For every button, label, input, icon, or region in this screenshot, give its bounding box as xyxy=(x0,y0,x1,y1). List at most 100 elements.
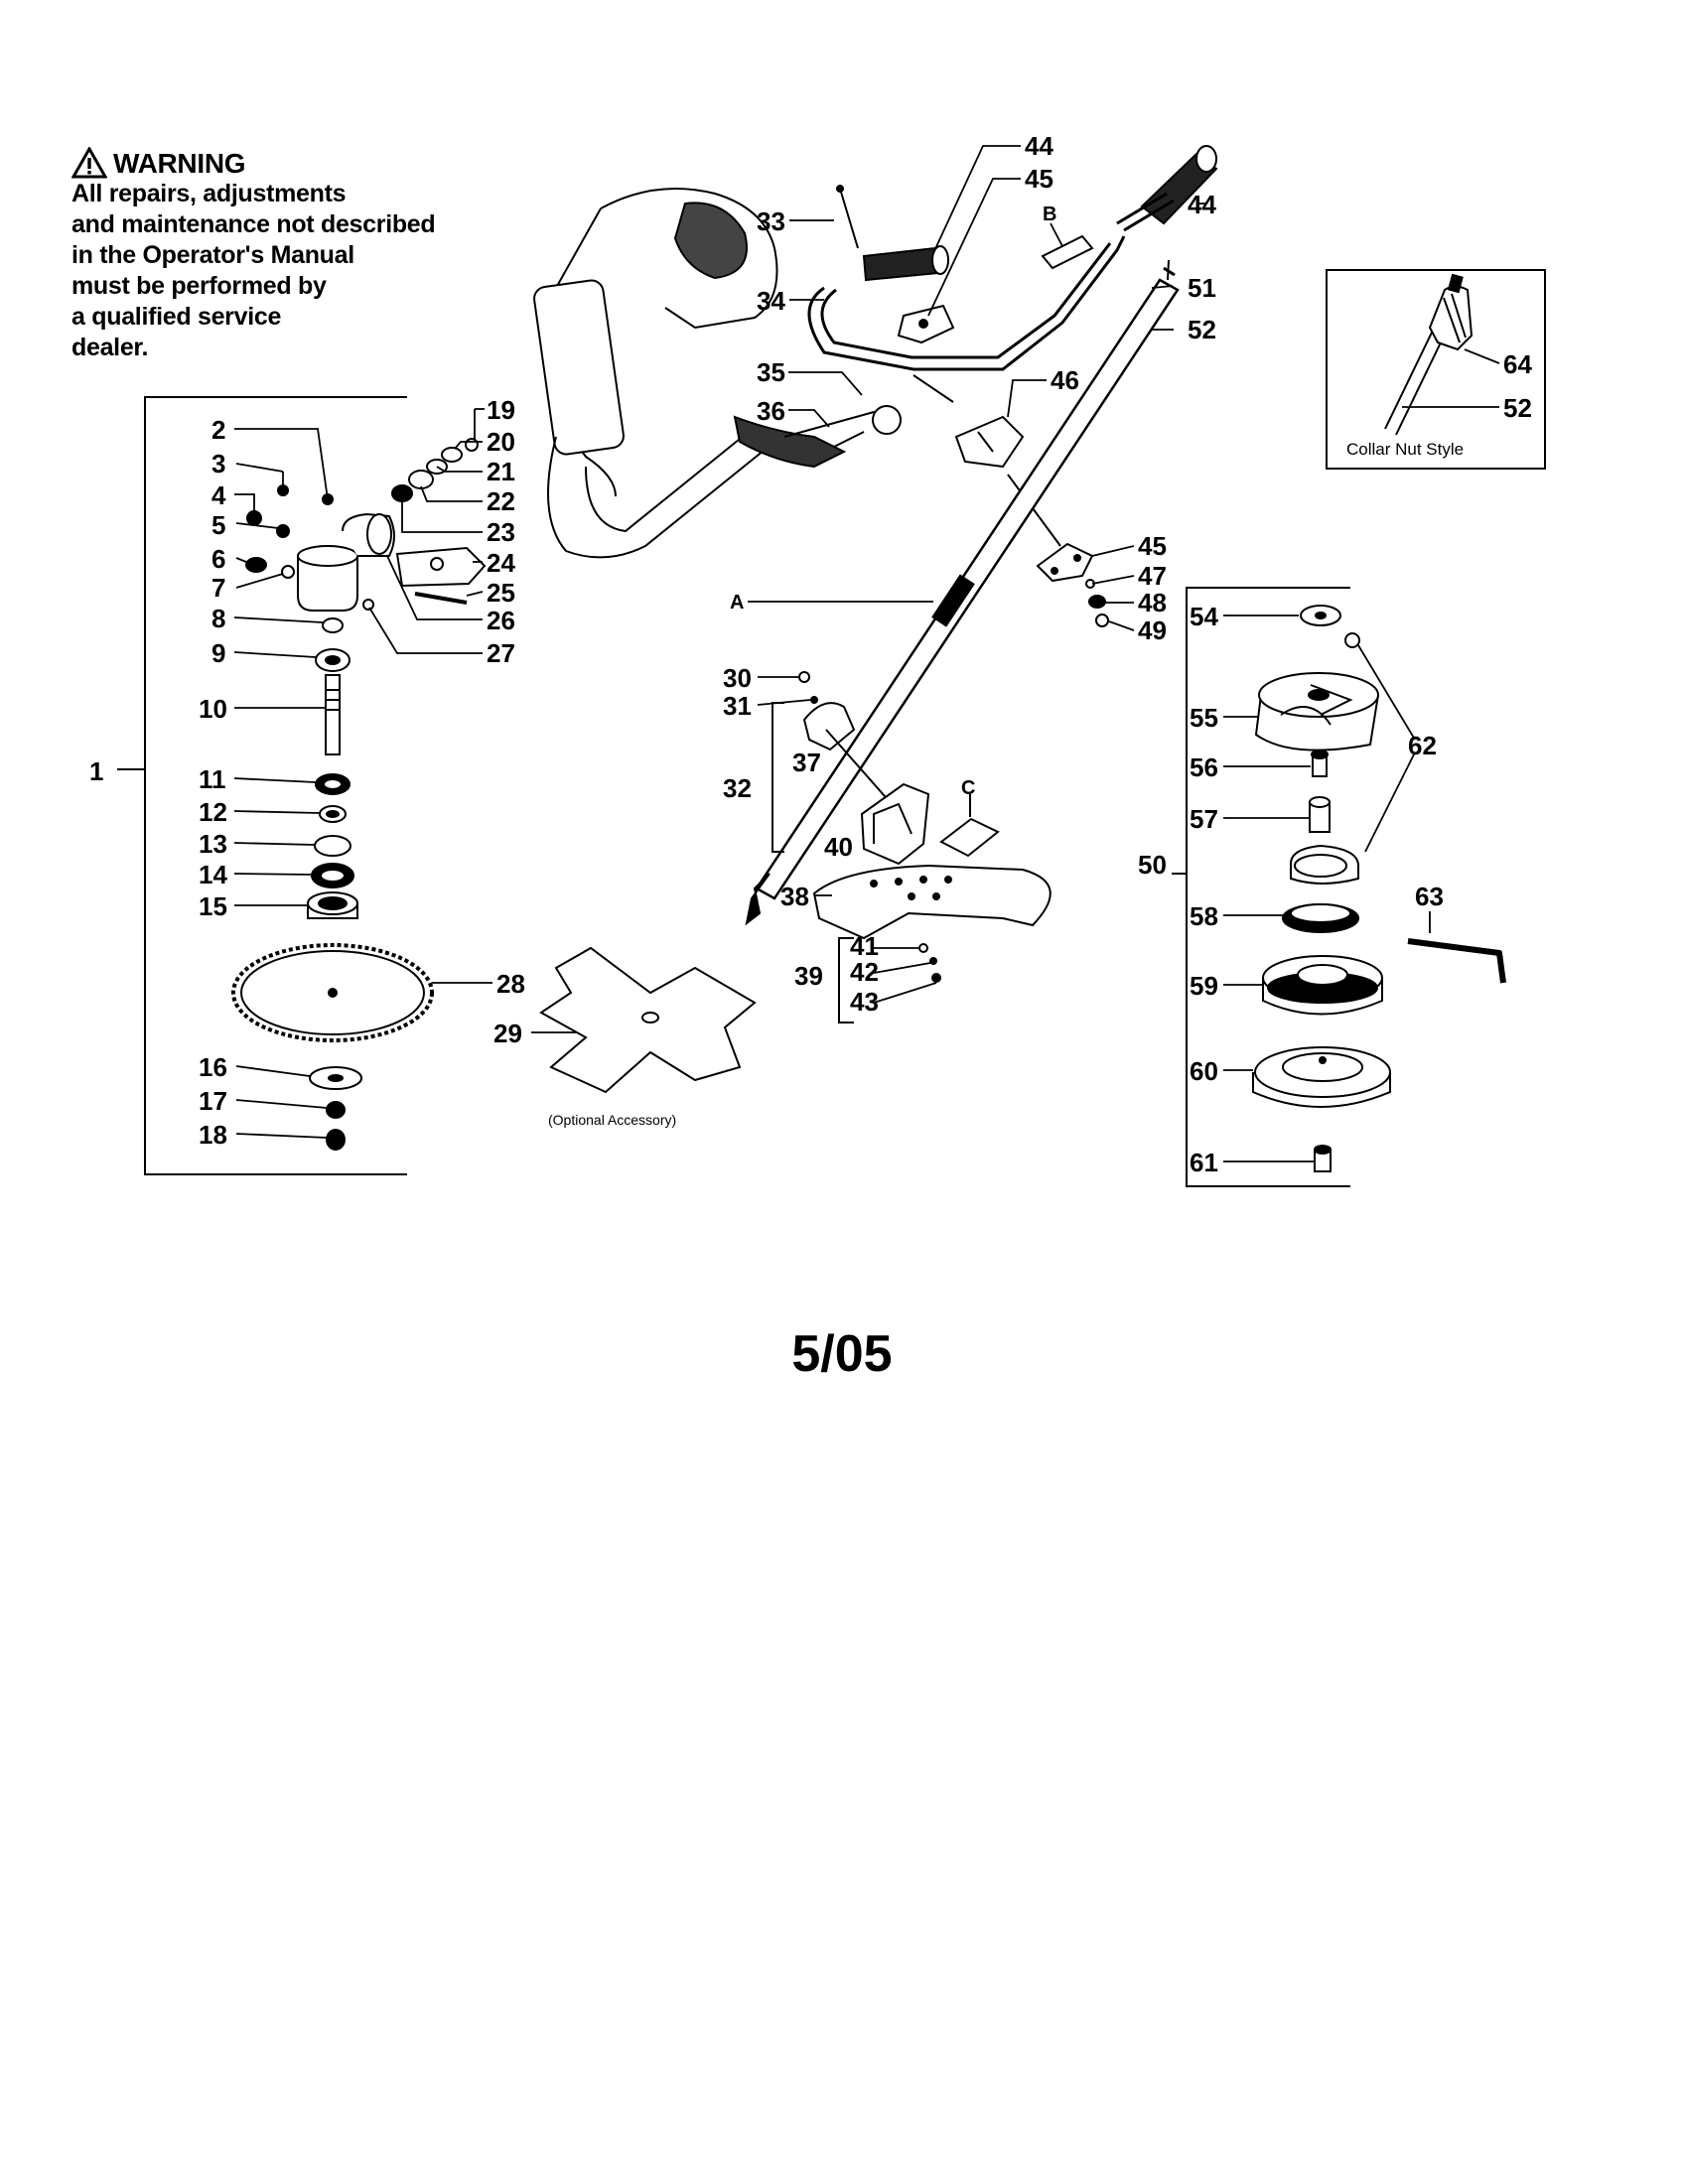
callout-50: 50 xyxy=(1138,850,1167,880)
callout-labels: 1 2 3 4 5 6 7 8 9 10 11 12 13 14 15 16 1… xyxy=(89,131,1532,1177)
callout-44-upper: 44 xyxy=(1025,131,1053,161)
collar-nut-inset xyxy=(1326,269,1546,470)
guard-bracket xyxy=(798,671,930,866)
callout-19: 19 xyxy=(487,395,515,425)
callout-38: 38 xyxy=(780,882,809,911)
callout-42: 42 xyxy=(850,957,879,987)
callout-57: 57 xyxy=(1190,804,1218,834)
callout-3: 3 xyxy=(211,449,225,478)
blade-retainer-parts xyxy=(309,1066,362,1151)
callout-31: 31 xyxy=(723,691,752,721)
trimmer-head-bracket xyxy=(1172,587,1350,1187)
callout-12: 12 xyxy=(199,797,227,827)
callout-7: 7 xyxy=(211,573,225,603)
callout-15: 15 xyxy=(199,891,227,921)
callout-5: 5 xyxy=(211,510,225,540)
callout-34: 34 xyxy=(757,286,785,316)
saw-blade xyxy=(231,943,434,1042)
callout-58: 58 xyxy=(1190,901,1218,931)
warning-line: must be performed by xyxy=(71,272,327,300)
collar-nut-style-label: Collar Nut Style xyxy=(1346,440,1464,459)
callout-45-upper: 45 xyxy=(1025,164,1053,194)
callout-33: 33 xyxy=(757,206,785,236)
callout-23: 23 xyxy=(487,517,515,547)
callout-61: 61 xyxy=(1190,1148,1218,1177)
callout-24: 24 xyxy=(487,548,515,578)
callout-52: 52 xyxy=(1188,315,1216,344)
drive-shaft-tube xyxy=(745,259,1180,926)
callout-35: 35 xyxy=(757,357,785,387)
callout-16: 16 xyxy=(199,1052,227,1082)
callout-leader-lines xyxy=(233,145,1500,1162)
revision-date: 5/05 xyxy=(791,1325,893,1383)
warning-line: dealer. xyxy=(71,334,149,361)
callout-25: 25 xyxy=(487,578,515,608)
blade-shaft-stack xyxy=(307,617,358,919)
callout-10: 10 xyxy=(199,694,227,724)
callout-26: 26 xyxy=(487,606,515,635)
callout-52-inset: 52 xyxy=(1503,393,1532,423)
label-b-decal xyxy=(1041,234,1094,270)
callout-6: 6 xyxy=(211,544,225,574)
callout-36: 36 xyxy=(757,396,785,426)
callout-14: 14 xyxy=(199,860,227,889)
callout-48: 48 xyxy=(1138,588,1167,617)
label-c-decal xyxy=(939,794,1000,858)
callout-21: 21 xyxy=(487,457,515,486)
callout-2: 2 xyxy=(211,415,225,445)
callout-37: 37 xyxy=(792,748,821,777)
handle-bar xyxy=(807,145,1218,371)
hex-wrench xyxy=(1407,938,1506,984)
four-tooth-blade xyxy=(539,946,757,1094)
callout-43: 43 xyxy=(850,987,879,1017)
callout-41: 41 xyxy=(850,931,879,961)
callout-30: 30 xyxy=(723,663,752,693)
callout-11: 11 xyxy=(199,764,226,794)
callout-29: 29 xyxy=(493,1019,522,1048)
callout-1: 1 xyxy=(89,756,103,786)
callout-32: 32 xyxy=(723,773,752,803)
callout-64: 64 xyxy=(1503,349,1532,379)
callout-44-grip: 44 xyxy=(1188,190,1216,219)
warning-line: a qualified service xyxy=(71,303,282,331)
warning-line: and maintenance not described xyxy=(71,210,436,238)
shoulder-harness xyxy=(533,188,902,559)
callout-55: 55 xyxy=(1190,703,1218,733)
callout-40: 40 xyxy=(824,832,853,862)
callout-49: 49 xyxy=(1138,615,1167,645)
handle-clamp-upper xyxy=(897,304,955,344)
handle-clamp-46 xyxy=(912,374,1025,469)
warning-title: WARNING xyxy=(113,147,246,179)
callout-28: 28 xyxy=(496,969,525,999)
trimmer-head-parts xyxy=(1252,605,1391,1172)
callout-51: 51 xyxy=(1188,273,1216,303)
callout-62: 62 xyxy=(1408,731,1437,760)
callout-20: 20 xyxy=(487,427,515,457)
callout-60: 60 xyxy=(1190,1056,1218,1086)
callout-47: 47 xyxy=(1138,561,1167,591)
callout-54: 54 xyxy=(1190,602,1218,631)
gearhead-assembly-bracket xyxy=(117,396,407,1175)
callout-46: 46 xyxy=(1051,365,1079,395)
callout-b: B xyxy=(1043,204,1056,225)
warning-line: All repairs, adjustments xyxy=(71,180,347,207)
callout-63: 63 xyxy=(1415,882,1444,911)
callout-17: 17 xyxy=(199,1086,227,1116)
gearhead-housing xyxy=(297,512,487,612)
callout-4: 4 xyxy=(211,480,226,510)
callout-18: 18 xyxy=(199,1120,227,1150)
callout-9: 9 xyxy=(211,638,225,668)
warning-line: in the Operator's Manual xyxy=(71,241,354,269)
callout-a: A xyxy=(730,592,744,614)
seal-washer-stack xyxy=(391,438,479,502)
callout-45-lower: 45 xyxy=(1138,531,1167,561)
callout-22: 22 xyxy=(487,486,515,516)
warning-notice: WARNING All repairs, adjustments and mai… xyxy=(71,147,498,363)
callout-27: 27 xyxy=(487,638,515,668)
callout-c: C xyxy=(961,777,975,799)
callout-8: 8 xyxy=(211,604,225,633)
optional-accessory-note: (Optional Accessory) xyxy=(548,1112,676,1128)
callout-56: 56 xyxy=(1190,752,1218,782)
warning-heading: WARNING xyxy=(71,147,498,179)
